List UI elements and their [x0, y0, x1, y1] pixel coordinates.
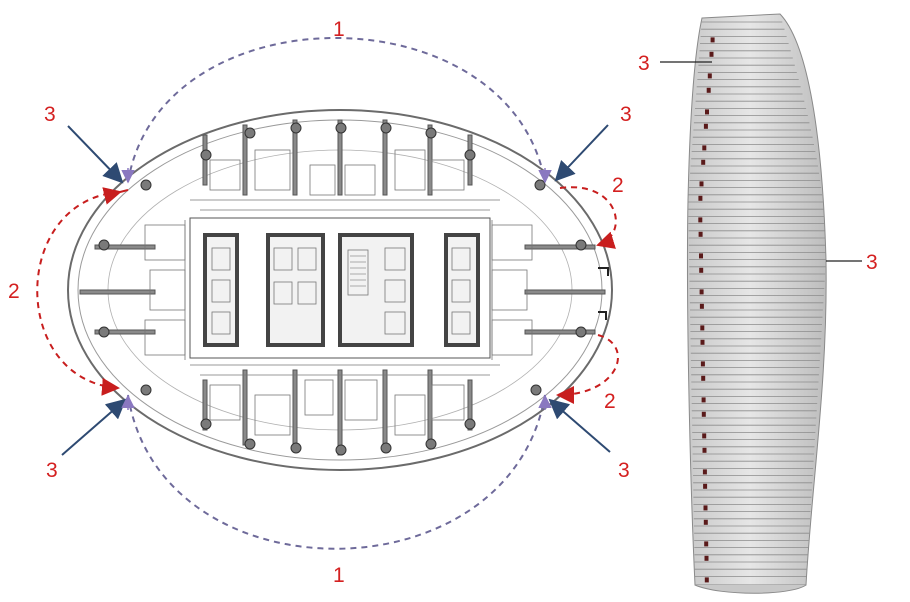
tower-accent-mark: [700, 339, 705, 345]
label-arc-right-upper: 2: [612, 174, 624, 197]
tower-accent-mark: [699, 289, 704, 295]
tower-accent-mark: [699, 181, 704, 187]
tower-accent-mark: [702, 447, 707, 453]
tower-accent-mark: [702, 433, 707, 439]
tower-body: [686, 13, 827, 586]
arrow-icon: [548, 398, 611, 453]
column-icon: [140, 384, 152, 396]
tower-accent-mark: [707, 73, 712, 79]
column-icon: [425, 438, 437, 450]
tower-accent-mark: [702, 145, 707, 151]
tower-floor-lines: [688, 21, 826, 577]
tower-accent-mark: [700, 361, 705, 367]
core-block-4: [444, 233, 480, 347]
tower-accent-mark: [701, 397, 706, 403]
tower-accent-mark: [701, 375, 706, 381]
column-icon: [244, 438, 256, 450]
tower-accent-mark: [698, 231, 703, 237]
column-icon: [534, 179, 546, 191]
central-core: [189, 217, 491, 359]
core-block-2: [266, 233, 325, 347]
arrow-icon: [67, 125, 124, 184]
tower-accent-mark: [702, 469, 707, 475]
core-block-1: [203, 233, 239, 347]
arrow-icon: [61, 398, 127, 456]
tower-accent-mark: [703, 519, 708, 525]
label-arc-bottom: 1: [333, 564, 345, 587]
tower-accent-mark: [703, 483, 708, 489]
label-arc-left: 2: [8, 280, 20, 303]
tower-accent-mark: [699, 303, 704, 309]
floor-plan: [67, 109, 613, 471]
column-icon: [335, 444, 347, 456]
tower-accent-mark: [705, 109, 709, 115]
column-icon: [98, 326, 110, 338]
perimeter-columns: [98, 122, 587, 456]
pointer-arrows: [61, 124, 611, 456]
arrow-icon: [554, 124, 609, 182]
tower-accent-mark: [704, 577, 709, 583]
column-icon: [200, 149, 212, 161]
column-icon: [575, 239, 587, 251]
tower-accent-mark: [698, 217, 703, 223]
label-arrow-upper-right: 3: [620, 103, 632, 126]
tower-accent-marks: [698, 37, 715, 583]
tower-accent-mark: [706, 87, 711, 93]
tower-accent-mark: [700, 325, 705, 331]
diagram-labels: 1 1 2 2 2 3 3 3 3 3 3: [8, 18, 878, 587]
label-arc-top: 1: [333, 18, 345, 41]
column-icon: [380, 122, 392, 134]
right-wing-rooms: [491, 220, 609, 360]
top-room-partitions: [190, 119, 500, 211]
tower-accent-mark: [703, 123, 708, 129]
dashed-arc-icon: [36, 191, 121, 396]
tower-accent-mark: [704, 555, 709, 561]
column-icon: [98, 239, 110, 251]
tower-accent-mark: [703, 505, 708, 511]
span-arcs: [36, 37, 619, 550]
column-icon: [575, 326, 587, 338]
tower-accent-mark: [699, 267, 704, 273]
column-icon: [425, 127, 437, 139]
tower-accent-mark: [701, 411, 706, 417]
dashed-arc-icon: [127, 394, 546, 550]
column-icon: [530, 384, 542, 396]
tower-accent-mark: [701, 159, 706, 165]
label-arrow-lower-right: 3: [618, 459, 630, 482]
column-icon: [290, 122, 302, 134]
tower-elevation: [660, 13, 862, 594]
column-icon: [464, 418, 476, 430]
tower-accent-mark: [710, 37, 715, 43]
column-icon: [140, 179, 152, 191]
tower-accent-mark: [704, 541, 709, 547]
label-arrow-lower-left: 3: [46, 459, 58, 482]
column-icon: [380, 442, 392, 454]
left-wing-rooms: [79, 220, 186, 360]
column-icon: [464, 149, 476, 161]
tower-accent-mark: [699, 253, 703, 259]
column-icon: [335, 122, 347, 134]
column-icon: [244, 127, 256, 139]
column-icon: [200, 418, 212, 430]
tower-accent-mark: [698, 195, 703, 201]
tower-accent-mark: [709, 51, 714, 57]
column-icon: [290, 442, 302, 454]
label-arrow-upper-left: 3: [44, 103, 56, 126]
label-tower-top: 3: [638, 52, 650, 75]
label-arc-right-lower: 2: [604, 390, 616, 413]
core-block-3: [338, 233, 414, 347]
dashed-arc-icon: [556, 334, 619, 404]
label-tower-mid: 3: [866, 251, 878, 274]
dashed-arc-icon: [127, 37, 546, 183]
